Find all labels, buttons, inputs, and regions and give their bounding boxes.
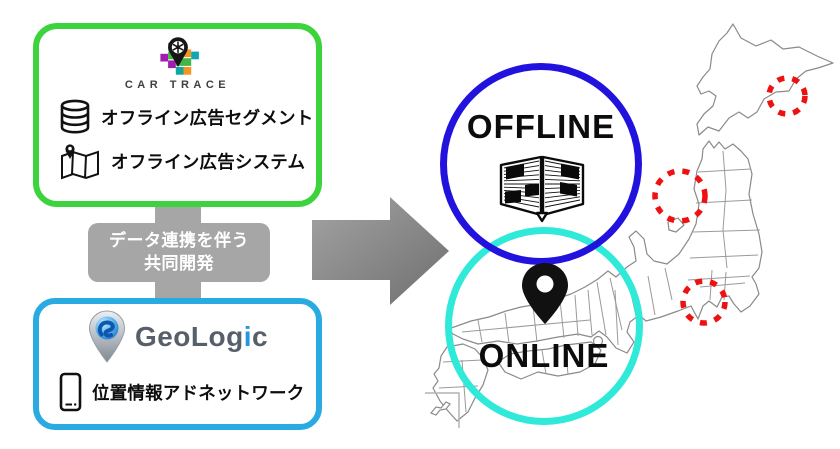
connector-label-line1: データ連携を伴う <box>109 231 249 251</box>
list-item: オフライン広告システム <box>59 143 316 180</box>
offline-label: OFFLINE <box>466 108 616 145</box>
connector-label-line2: 共同開発 <box>144 253 214 273</box>
folded-map-pin-icon <box>61 144 99 180</box>
online-label: ONLINE <box>478 337 610 374</box>
geologic-pin-icon <box>88 310 125 363</box>
wheel-pin-glyph <box>167 37 188 67</box>
pin-glyph <box>65 144 75 159</box>
geologic-brand: GeoLogic <box>39 310 316 364</box>
database-icon <box>60 99 90 134</box>
highlight-circle-hokkaido-east <box>766 75 808 117</box>
connector-label: データ連携を伴う 共同開発 <box>88 223 270 282</box>
wordmark-part2: c <box>251 321 269 352</box>
cartrace-brand-name: CAR TRACE <box>124 79 231 91</box>
highlight-circle-tohoku-west <box>652 168 708 224</box>
offline-circle <box>440 63 642 265</box>
wordmark-accent: i <box>243 321 252 352</box>
list-item: 位置情報アドネットワーク <box>59 372 316 412</box>
list-item: オフライン広告セグメント <box>59 99 316 135</box>
feature-label: オフライン広告セグメント <box>101 107 314 128</box>
wordmark-part1: GeoLog <box>134 321 244 352</box>
location-pin-icon <box>522 263 568 324</box>
newspaper-icon <box>499 155 585 223</box>
cartrace-brand: CAR TRACE <box>39 34 316 91</box>
smartphone-icon <box>59 372 82 412</box>
geologic-wordmark: GeoLogic <box>135 321 268 353</box>
feature-label: 位置情報アドネットワーク <box>92 382 305 403</box>
geologic-panel: GeoLogic 位置情報アドネットワーク <box>33 298 322 430</box>
highlight-circle-tokyo-bay <box>680 278 728 326</box>
car-trace-pin-mosaic-icon <box>159 37 199 75</box>
map-okinawa-inset <box>425 392 460 428</box>
feature-label: オフライン広告システム <box>111 152 306 172</box>
flow-arrow-icon <box>312 197 449 305</box>
map-hokkaido <box>696 23 834 136</box>
cartrace-panel: CAR TRACE オフライン広告セグメント <box>33 23 322 207</box>
